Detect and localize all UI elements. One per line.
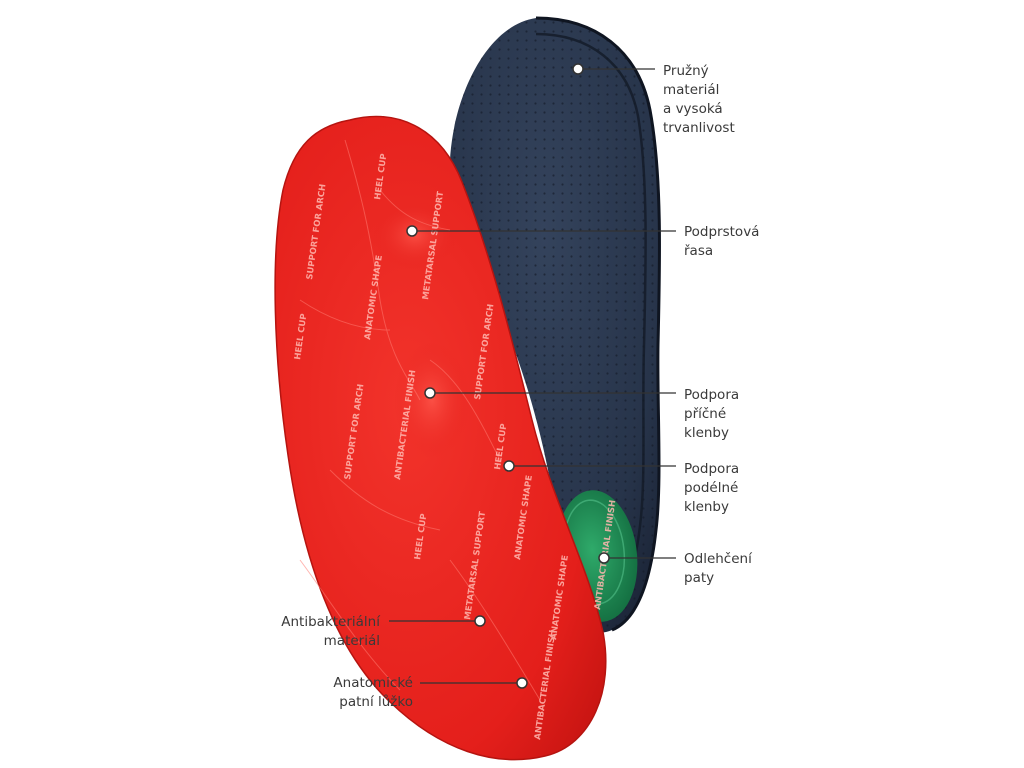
- callout-longitudinal-arch: Podpora podélné klenby: [684, 460, 739, 517]
- callout-line: paty: [684, 570, 715, 586]
- callout-transverse-arch: Podpora příčné klenby: [684, 386, 739, 443]
- callout-line: materiál: [663, 82, 720, 98]
- callout-line: Podpora: [684, 461, 740, 477]
- callout-line: trvanlivost: [663, 120, 735, 136]
- callout-line: Antibakteriální: [281, 614, 380, 630]
- callout-heel-relief: Odlehčení paty: [684, 550, 752, 588]
- callout-line: patní lůžko: [339, 694, 413, 710]
- callout-line: Podpora: [684, 387, 740, 403]
- callout-line: klenby: [684, 425, 729, 441]
- callout-line: podélné: [684, 480, 739, 496]
- callout-markers: [406, 63, 610, 689]
- callout-line: příčné: [684, 406, 727, 422]
- callout-line: materiál: [323, 633, 380, 649]
- callout-line: řasa: [684, 243, 714, 259]
- callout-toe-crest: Podprstová řasa: [684, 223, 759, 261]
- callout-line: Pružný: [663, 63, 709, 79]
- marker-dot-6: [516, 677, 528, 689]
- marker-dot-5: [474, 615, 486, 627]
- callout-line: Podprstová: [684, 224, 760, 240]
- callout-line: a vysoká: [663, 101, 723, 117]
- marker-dot-0: [572, 63, 584, 75]
- callout-line: klenby: [684, 499, 729, 515]
- marker-dot-4: [598, 552, 610, 564]
- callout-line: Anatomické: [333, 675, 413, 691]
- red-insole: SUPPORT FOR ARCH METATARSAL SUPPORT ANAT…: [274, 115, 618, 761]
- callout-elastic-material: Pružný materiál a vysoká trvanlivost: [663, 62, 735, 138]
- callout-anatomic-heel-bed: Anatomické patní lůžko: [333, 674, 413, 712]
- callout-line: Odlehčení: [684, 551, 752, 567]
- marker-dot-1: [406, 225, 418, 237]
- marker-dot-3: [503, 460, 515, 472]
- callout-antibacterial-material: Antibakteriální materiál: [281, 613, 380, 651]
- marker-dot-2: [424, 387, 436, 399]
- callout-leaders: [389, 68, 676, 684]
